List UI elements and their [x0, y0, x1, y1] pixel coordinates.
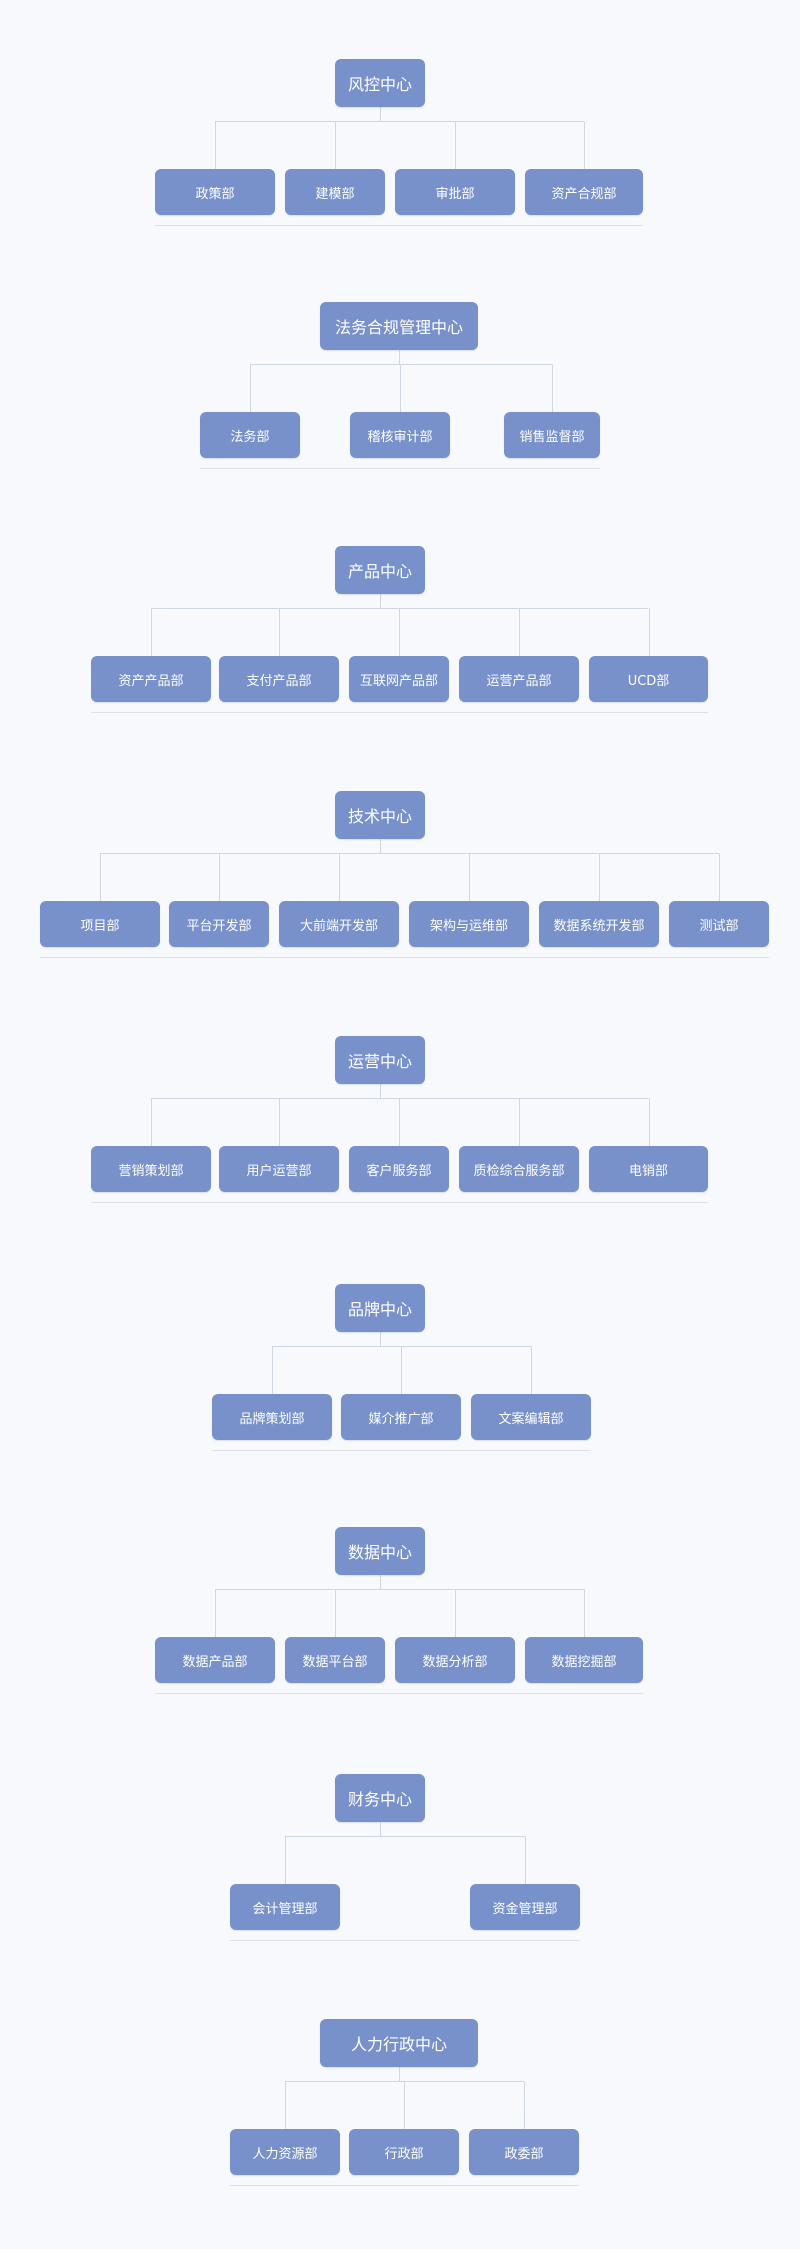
department-box[interactable]: 架构与运维部	[409, 901, 529, 947]
department-box[interactable]: 数据产品部	[155, 1637, 275, 1683]
center-box[interactable]: 财务中心	[335, 1774, 425, 1822]
department-box[interactable]: 测试部	[669, 901, 769, 947]
center-box[interactable]: 运营中心	[335, 1036, 425, 1084]
center-box[interactable]: 风控中心	[335, 59, 425, 107]
department-box[interactable]: 数据挖掘部	[525, 1637, 643, 1683]
department-box[interactable]: 平台开发部	[169, 901, 269, 947]
center-box[interactable]: 法务合规管理中心	[320, 302, 478, 350]
center-box[interactable]: 技术中心	[335, 791, 425, 839]
department-box[interactable]: 品牌策划部	[212, 1394, 332, 1440]
department-box[interactable]: 法务部	[200, 412, 300, 458]
department-box[interactable]: 资金管理部	[470, 1884, 580, 1930]
center-box[interactable]: 产品中心	[335, 546, 425, 594]
department-box[interactable]: 用户运营部	[219, 1146, 339, 1192]
department-box[interactable]: 会计管理部	[230, 1884, 340, 1930]
department-box[interactable]: 大前端开发部	[279, 901, 399, 947]
department-box[interactable]: 营销策划部	[91, 1146, 211, 1192]
department-box[interactable]: 资产合规部	[525, 169, 643, 215]
department-box[interactable]: 数据分析部	[395, 1637, 515, 1683]
department-box[interactable]: 支付产品部	[219, 656, 339, 702]
department-box[interactable]: 政策部	[155, 169, 275, 215]
department-box[interactable]: 电销部	[589, 1146, 708, 1192]
department-box[interactable]: 文案编辑部	[471, 1394, 591, 1440]
department-box[interactable]: 数据系统开发部	[539, 901, 659, 947]
department-box[interactable]: 行政部	[349, 2129, 459, 2175]
department-box[interactable]: 客户服务部	[349, 1146, 449, 1192]
department-box[interactable]: 人力资源部	[230, 2129, 340, 2175]
department-box[interactable]: 资产产品部	[91, 656, 211, 702]
department-box[interactable]: UCD部	[589, 656, 708, 702]
department-box[interactable]: 审批部	[395, 169, 515, 215]
department-box[interactable]: 政委部	[469, 2129, 579, 2175]
department-box[interactable]: 稽核审计部	[350, 412, 450, 458]
center-box[interactable]: 品牌中心	[335, 1284, 425, 1332]
department-box[interactable]: 质检综合服务部	[459, 1146, 579, 1192]
center-box[interactable]: 数据中心	[335, 1527, 425, 1575]
department-box[interactable]: 建模部	[285, 169, 385, 215]
department-box[interactable]: 项目部	[40, 901, 160, 947]
department-box[interactable]: 数据平台部	[285, 1637, 385, 1683]
department-box[interactable]: 互联网产品部	[349, 656, 449, 702]
center-box[interactable]: 人力行政中心	[320, 2019, 478, 2067]
department-box[interactable]: 运营产品部	[459, 656, 579, 702]
department-box[interactable]: 媒介推广部	[341, 1394, 461, 1440]
department-box[interactable]: 销售监督部	[504, 412, 600, 458]
